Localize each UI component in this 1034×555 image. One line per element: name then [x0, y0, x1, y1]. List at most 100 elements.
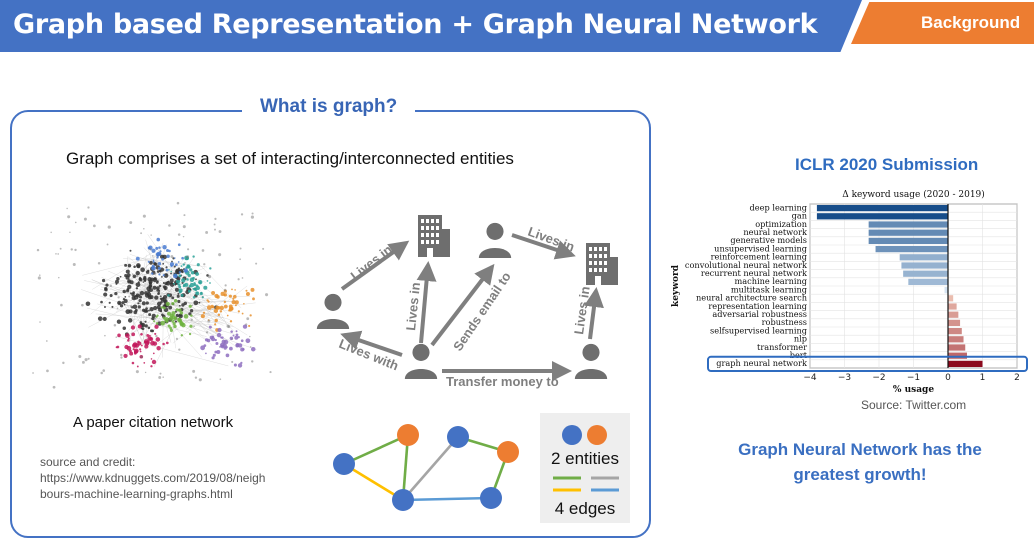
- y-tick-label: unsupervised learning: [714, 243, 807, 253]
- bar: [868, 229, 948, 236]
- edge-sends-email: [430, 263, 495, 347]
- bar: [901, 262, 948, 269]
- bar: [948, 344, 966, 351]
- edge-lives-with: [340, 330, 403, 357]
- building-icon-right: [586, 243, 618, 285]
- y-tick-label: gan: [792, 211, 808, 221]
- bar: [944, 286, 948, 294]
- person-icon-left: [316, 293, 350, 329]
- graph-edge: [343, 462, 404, 502]
- bar: [948, 303, 957, 310]
- takeaway-text: Graph Neural Network has the greatest gr…: [700, 437, 1020, 487]
- graph-node: [333, 453, 355, 475]
- chart-heading: ICLR 2020 Submission: [795, 155, 979, 174]
- y-tick-label: graph neural network: [716, 358, 808, 368]
- x-axis-label: % usage: [893, 385, 934, 395]
- bar: [948, 295, 954, 302]
- person-icon-center: [404, 343, 438, 379]
- section-tab-label: Background: [921, 13, 1021, 32]
- edge-lives-in-1: [340, 240, 410, 291]
- y-tick-label: bert: [790, 350, 808, 360]
- bar: [868, 237, 948, 245]
- bar: [816, 204, 948, 212]
- takeaway-line-1: Graph Neural Network has the: [738, 440, 982, 459]
- graph-edge: [343, 433, 409, 466]
- y-tick-label: reinforcement learning: [711, 252, 807, 262]
- label-lives-in-2: Lives in: [403, 282, 423, 332]
- x-tick-label: 0: [945, 373, 951, 383]
- x-tick-label: 2: [1014, 373, 1020, 383]
- slide-title: Graph based Representation + Graph Neura…: [13, 9, 818, 40]
- y-tick-label: generative models: [730, 235, 807, 245]
- person-icon-top: [478, 222, 512, 258]
- chart-title: Δ keyword usage (2020 - 2019): [842, 189, 985, 200]
- bar: [948, 319, 961, 327]
- legend-box: 2 entities 4 edges: [540, 413, 630, 523]
- label-lives-in-4: Lives in: [571, 285, 593, 335]
- relation-diagram: Lives in Lives in Sends email to Lives i…: [316, 215, 618, 389]
- y-tick-label: selfsupervised learning: [710, 325, 807, 335]
- y-axis-label: keyword: [671, 264, 681, 307]
- bar: [948, 311, 959, 318]
- keyword-bar-chart: Δ keyword usage (2020 - 2019) −4 −3 −2 −1 0 1 2…: [671, 189, 1028, 395]
- credit-line-2: https://www.kdnuggets.com/2019/08/neigh: [40, 471, 266, 485]
- y-tick-label: multitask learning: [731, 284, 807, 294]
- takeaway-line-2: greatest growth!: [793, 465, 927, 484]
- bar: [875, 245, 948, 253]
- edge-swatches: [553, 476, 619, 492]
- y-tick-label: nlp: [794, 334, 807, 344]
- edges-label: 4 edges: [554, 499, 616, 518]
- y-tick-label: recurrent neural network: [701, 268, 808, 278]
- bar: [899, 254, 948, 261]
- y-tick-label: convolutional neural network: [685, 260, 808, 270]
- person-icon-right: [574, 343, 608, 379]
- bar: [816, 213, 948, 220]
- graph-edge: [402, 496, 492, 502]
- x-tick-label: −4: [803, 373, 817, 383]
- y-tick-label: adversarial robustness: [712, 309, 807, 319]
- y-tick-label: neural architecture search: [696, 293, 808, 303]
- citation-network-image: [32, 201, 272, 389]
- x-tick-label: −3: [838, 373, 851, 383]
- building-icon-top: [418, 215, 450, 257]
- graph-node: [480, 487, 502, 509]
- x-tick-label: −2: [872, 373, 885, 383]
- title-bar: [0, 0, 862, 52]
- label-lives-in-1: Lives in: [348, 242, 395, 284]
- y-tick-label: optimization: [755, 219, 807, 229]
- y-tick-label: transformer: [757, 342, 807, 352]
- entities-label: 2 entities: [550, 449, 620, 468]
- label-transfer: Transfer money to: [446, 374, 559, 389]
- x-tick-label: 1: [980, 373, 986, 383]
- y-tick-label: robustness: [762, 317, 807, 327]
- highlight-box: [707, 355, 1028, 373]
- entity-dots: [562, 425, 607, 445]
- graph-edge: [402, 436, 459, 501]
- panel-heading: What is graph?: [242, 96, 416, 118]
- y-tick-label: representation learning: [708, 301, 807, 311]
- graph-node: [392, 489, 414, 511]
- bar: [948, 360, 983, 368]
- edge-lives-in-2: [416, 261, 437, 344]
- graph-node: [497, 441, 519, 463]
- y-tick-label: machine learning: [734, 276, 807, 286]
- bar: [948, 336, 964, 343]
- x-tick-label: −1: [907, 373, 920, 383]
- edge-lives-in-3: [511, 233, 576, 260]
- bar: [948, 327, 962, 335]
- edge-lives-in-4: [584, 287, 604, 340]
- bar: [948, 352, 967, 359]
- graph-node: [447, 426, 469, 448]
- graph-caption: Graph comprises a set of interacting/int…: [66, 149, 514, 168]
- bar: [908, 278, 948, 286]
- section-tab: [851, 2, 1034, 44]
- y-tick-label: neural network: [743, 227, 808, 237]
- graph-node: [397, 424, 419, 446]
- credit-line-3: bours-machine-learning-graphs.html: [40, 487, 233, 501]
- y-tick-label: deep learning: [750, 202, 807, 212]
- small-graph: [333, 424, 519, 511]
- bar: [868, 221, 948, 228]
- credit-line-1: source and credit:: [40, 455, 136, 469]
- bar: [903, 270, 948, 277]
- source-credit: source and credit: https://www.kdnuggets…: [40, 454, 265, 502]
